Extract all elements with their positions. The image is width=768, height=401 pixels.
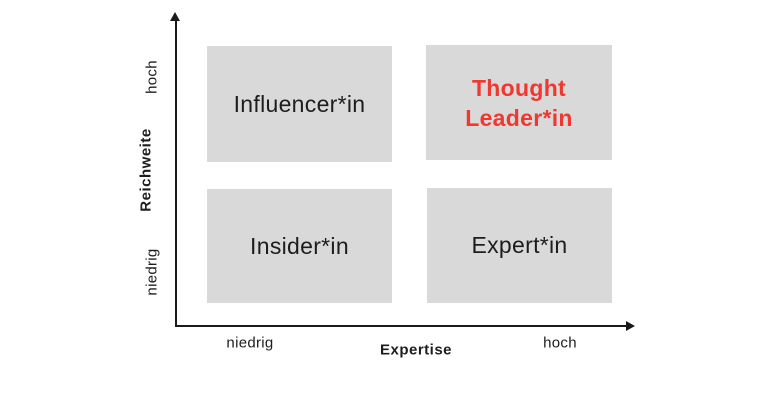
y-axis-arrow-up-icon (170, 12, 180, 21)
thought-leader-line-2: Leader*in (465, 104, 573, 131)
x-axis-high-label: hoch (543, 334, 577, 352)
quadrant-influencer-label: Influencer*in (233, 90, 366, 117)
y-axis-title: Reichweite (137, 128, 155, 212)
x-axis-arrow-right-icon (626, 320, 635, 331)
y-axis-low-label: niedrig (143, 248, 161, 296)
thought-leader-line-1: Thought (471, 74, 567, 101)
quadrant-insider-label: Insider*in (250, 232, 349, 259)
quadrant-expert: Expert*in (427, 188, 612, 303)
x-axis-line (175, 325, 627, 327)
x-axis-title: Expertise (379, 341, 453, 359)
quadrant-expert-label: Expert*in (471, 232, 568, 258)
quadrant-thought-leader-label: Thought Leader*in (465, 73, 573, 133)
y-axis-line (175, 18, 177, 326)
quadrant-insider: Insider*in (207, 189, 392, 303)
y-axis-high-label: hoch (143, 60, 161, 94)
x-axis-low-label: niedrig (226, 334, 274, 352)
quadrant-thought-leader: Thought Leader*in (426, 45, 612, 160)
quadrant-influencer: Influencer*in (207, 46, 392, 162)
